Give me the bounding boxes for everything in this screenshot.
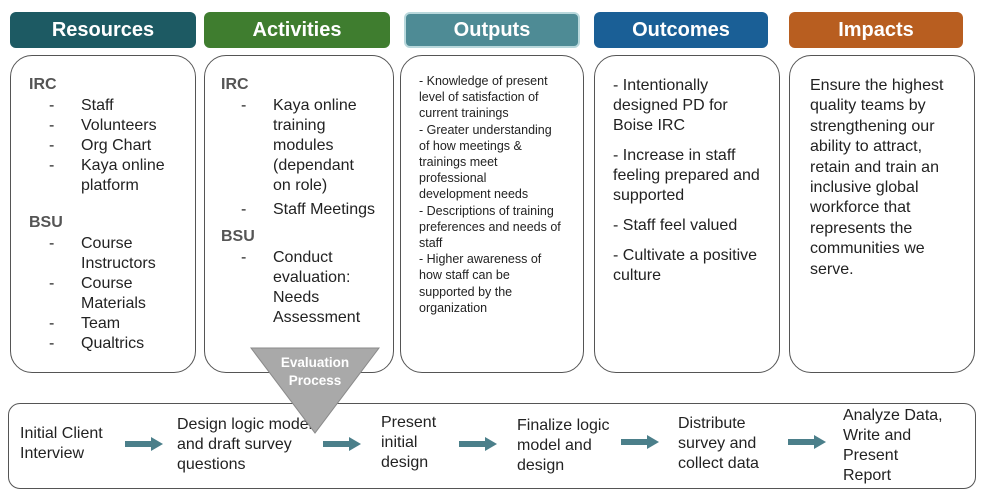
- resources-irc-item: Org Chart: [29, 136, 195, 156]
- activities-irc-item: Staff Meetings: [221, 200, 393, 220]
- resources-irc-title: IRC: [29, 76, 57, 93]
- activities-bsu-title: BSU: [221, 228, 255, 245]
- header-resources: Resources: [10, 12, 196, 48]
- resources-bsu-item: Qualtrics: [29, 334, 195, 354]
- process-step: Present initial design: [381, 414, 437, 471]
- arrow-right-icon: [323, 437, 361, 451]
- process-step: Design logic model and draft survey ques…: [177, 416, 313, 473]
- outputs-item: - Higher awareness of how staff can be s…: [419, 252, 542, 315]
- header-resources-label: Resources: [51, 18, 155, 41]
- header-impacts-label: Impacts: [838, 18, 914, 41]
- resources-box: IRC Staff Volunteers Org Chart Kaya onli…: [10, 55, 196, 373]
- outputs-item: - Knowledge of present level of satisfac…: [419, 74, 548, 121]
- resources-irc-item: Kaya online platform: [29, 156, 195, 196]
- activities-box: IRC Kaya online training modules (depend…: [204, 55, 394, 373]
- arrow-right-icon: [125, 437, 163, 451]
- resources-bsu-title: BSU: [29, 214, 63, 231]
- evaluation-label-line1: Evaluation: [281, 355, 349, 370]
- outputs-item: - Descriptions of training preferences a…: [419, 203, 561, 251]
- arrow-right-icon: [788, 435, 826, 449]
- process-step: Finalize logic model and design: [517, 417, 610, 474]
- header-outputs-label: Outputs: [453, 18, 531, 41]
- header-outcomes-label: Outcomes: [632, 18, 730, 41]
- outcomes-item: - Cultivate a positive culture: [613, 247, 758, 284]
- header-impacts: Impacts: [789, 12, 963, 48]
- resources-bsu-item: Course Materials: [29, 274, 195, 314]
- process-step: Distribute survey and collect data: [678, 415, 759, 472]
- resources-irc-item: Staff: [29, 96, 195, 116]
- evaluation-label-line2: Process: [289, 373, 342, 388]
- impacts-box: Ensure the highest quality teams by stre…: [789, 55, 975, 373]
- activities-irc-item: Kaya online training modules (dependant …: [221, 96, 393, 196]
- resources-bsu-item: Team: [29, 314, 195, 334]
- evaluation-process-triangle: Evaluation Process: [250, 347, 380, 434]
- header-outputs: Outputs: [404, 12, 580, 48]
- activities-bsu-item: Conduct evaluation: Needs Assessment: [221, 248, 393, 328]
- header-activities-label: Activities: [252, 18, 342, 41]
- outputs-box: - Knowledge of present level of satisfac…: [400, 55, 584, 373]
- resources-irc-item: Volunteers: [29, 116, 195, 136]
- header-activities: Activities: [204, 12, 390, 48]
- process-step: Analyze Data, Write and Present Report: [843, 407, 943, 484]
- outputs-item: - Greater understanding of how meetings …: [419, 122, 552, 202]
- outcomes-item: - Staff feel valued: [613, 217, 738, 234]
- arrow-right-icon: [621, 435, 659, 449]
- resources-bsu-item: Course Instructors: [29, 234, 195, 274]
- impacts-text: Ensure the highest quality teams by stre…: [810, 77, 944, 278]
- outcomes-item: - Increase in staff feeling prepared and…: [613, 147, 760, 204]
- process-step: Initial Client Interview: [20, 425, 103, 462]
- header-outcomes: Outcomes: [594, 12, 768, 48]
- outcomes-box: - Intentionally designed PD for Boise IR…: [594, 55, 780, 373]
- outcomes-item: - Intentionally designed PD for Boise IR…: [613, 77, 728, 134]
- activities-irc-title: IRC: [221, 76, 249, 93]
- arrow-right-icon: [459, 437, 497, 451]
